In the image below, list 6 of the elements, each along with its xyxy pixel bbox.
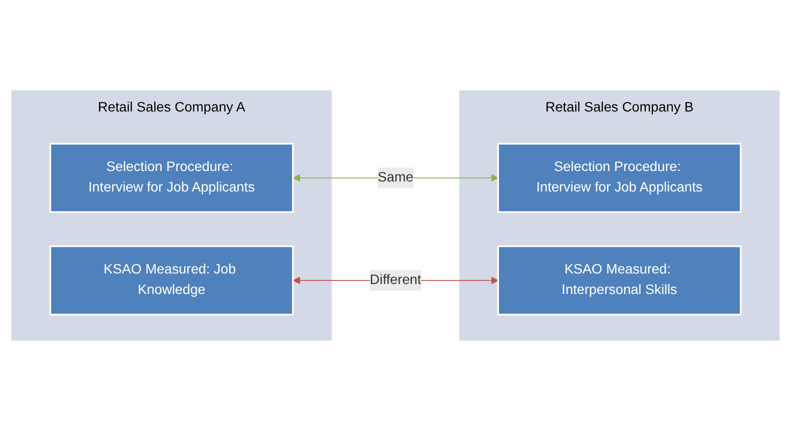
node-box: KSAO Measured: Job Knowledge	[49, 245, 294, 316]
node-box: Selection Procedure: Interview for Job Applicants	[49, 142, 294, 213]
edge-label: Same	[378, 170, 414, 185]
node-box: Selection Procedure: Interview for Job Applicants	[497, 142, 742, 213]
edge-label: Different	[370, 272, 422, 288]
node-box: KSAO Measured: Interpersonal Skills	[497, 245, 742, 316]
